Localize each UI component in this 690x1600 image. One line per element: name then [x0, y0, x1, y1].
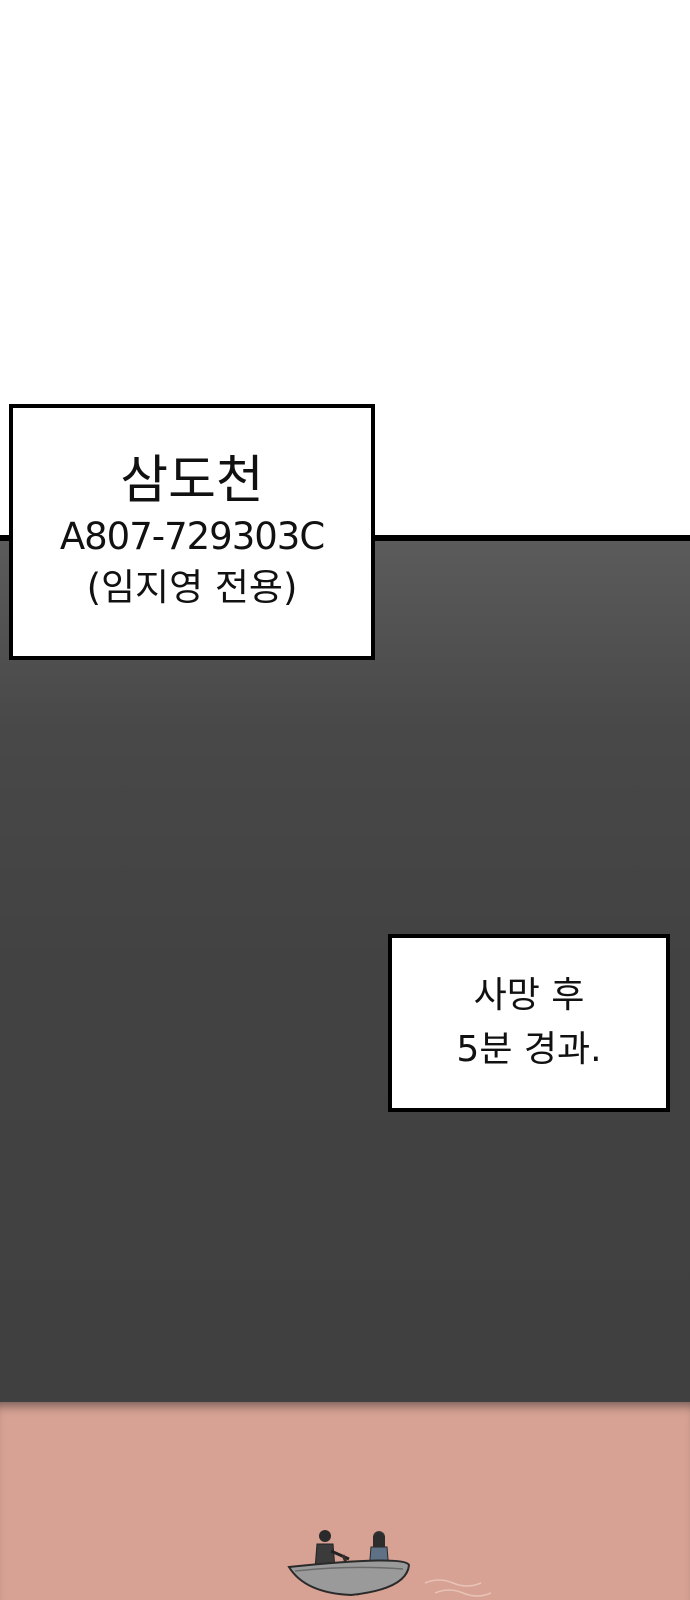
time-caption-line1: 사망 후: [473, 975, 585, 1016]
boat-illustration: [287, 1530, 492, 1597]
boat-hull: [287, 1559, 411, 1597]
location-caption-box: 삼도천 A807-729303C (임지영 전용): [9, 404, 375, 660]
location-code: A807-729303C: [59, 515, 325, 558]
ripple: [434, 1589, 492, 1597]
time-caption-line2: 5분 경과.: [456, 1029, 602, 1070]
ripple: [424, 1579, 482, 1587]
location-note: (임지영 전용): [86, 566, 298, 609]
time-caption-box: 사망 후 5분 경과.: [388, 934, 670, 1112]
location-name: 삼도천: [120, 451, 264, 511]
